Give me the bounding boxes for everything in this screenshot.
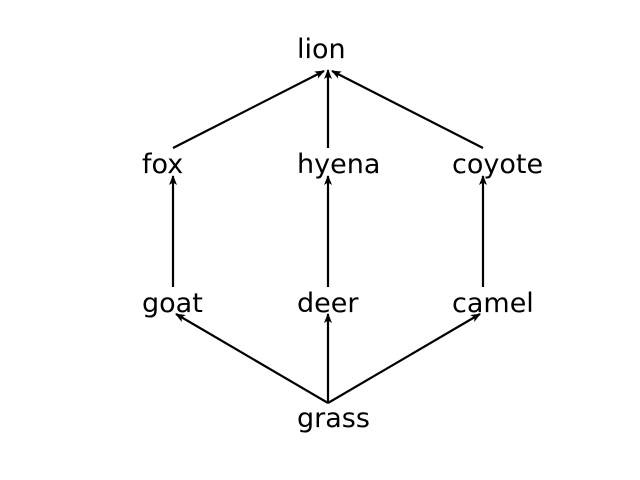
node-goat: goat (142, 288, 203, 319)
node-lion: lion (297, 34, 346, 65)
node-hyena: hyena (297, 149, 381, 180)
edge-grass-to-goat (175, 313, 329, 404)
edge-fox-to-lion (172, 70, 325, 149)
node-fox: fox (142, 149, 184, 180)
edge-coyote-to-lion (331, 70, 484, 149)
node-deer: deer (297, 288, 359, 319)
edge-grass-to-camel (327, 313, 481, 404)
node-camel: camel (452, 288, 534, 319)
node-grass: grass (297, 403, 370, 434)
node-coyote: coyote (452, 149, 544, 180)
